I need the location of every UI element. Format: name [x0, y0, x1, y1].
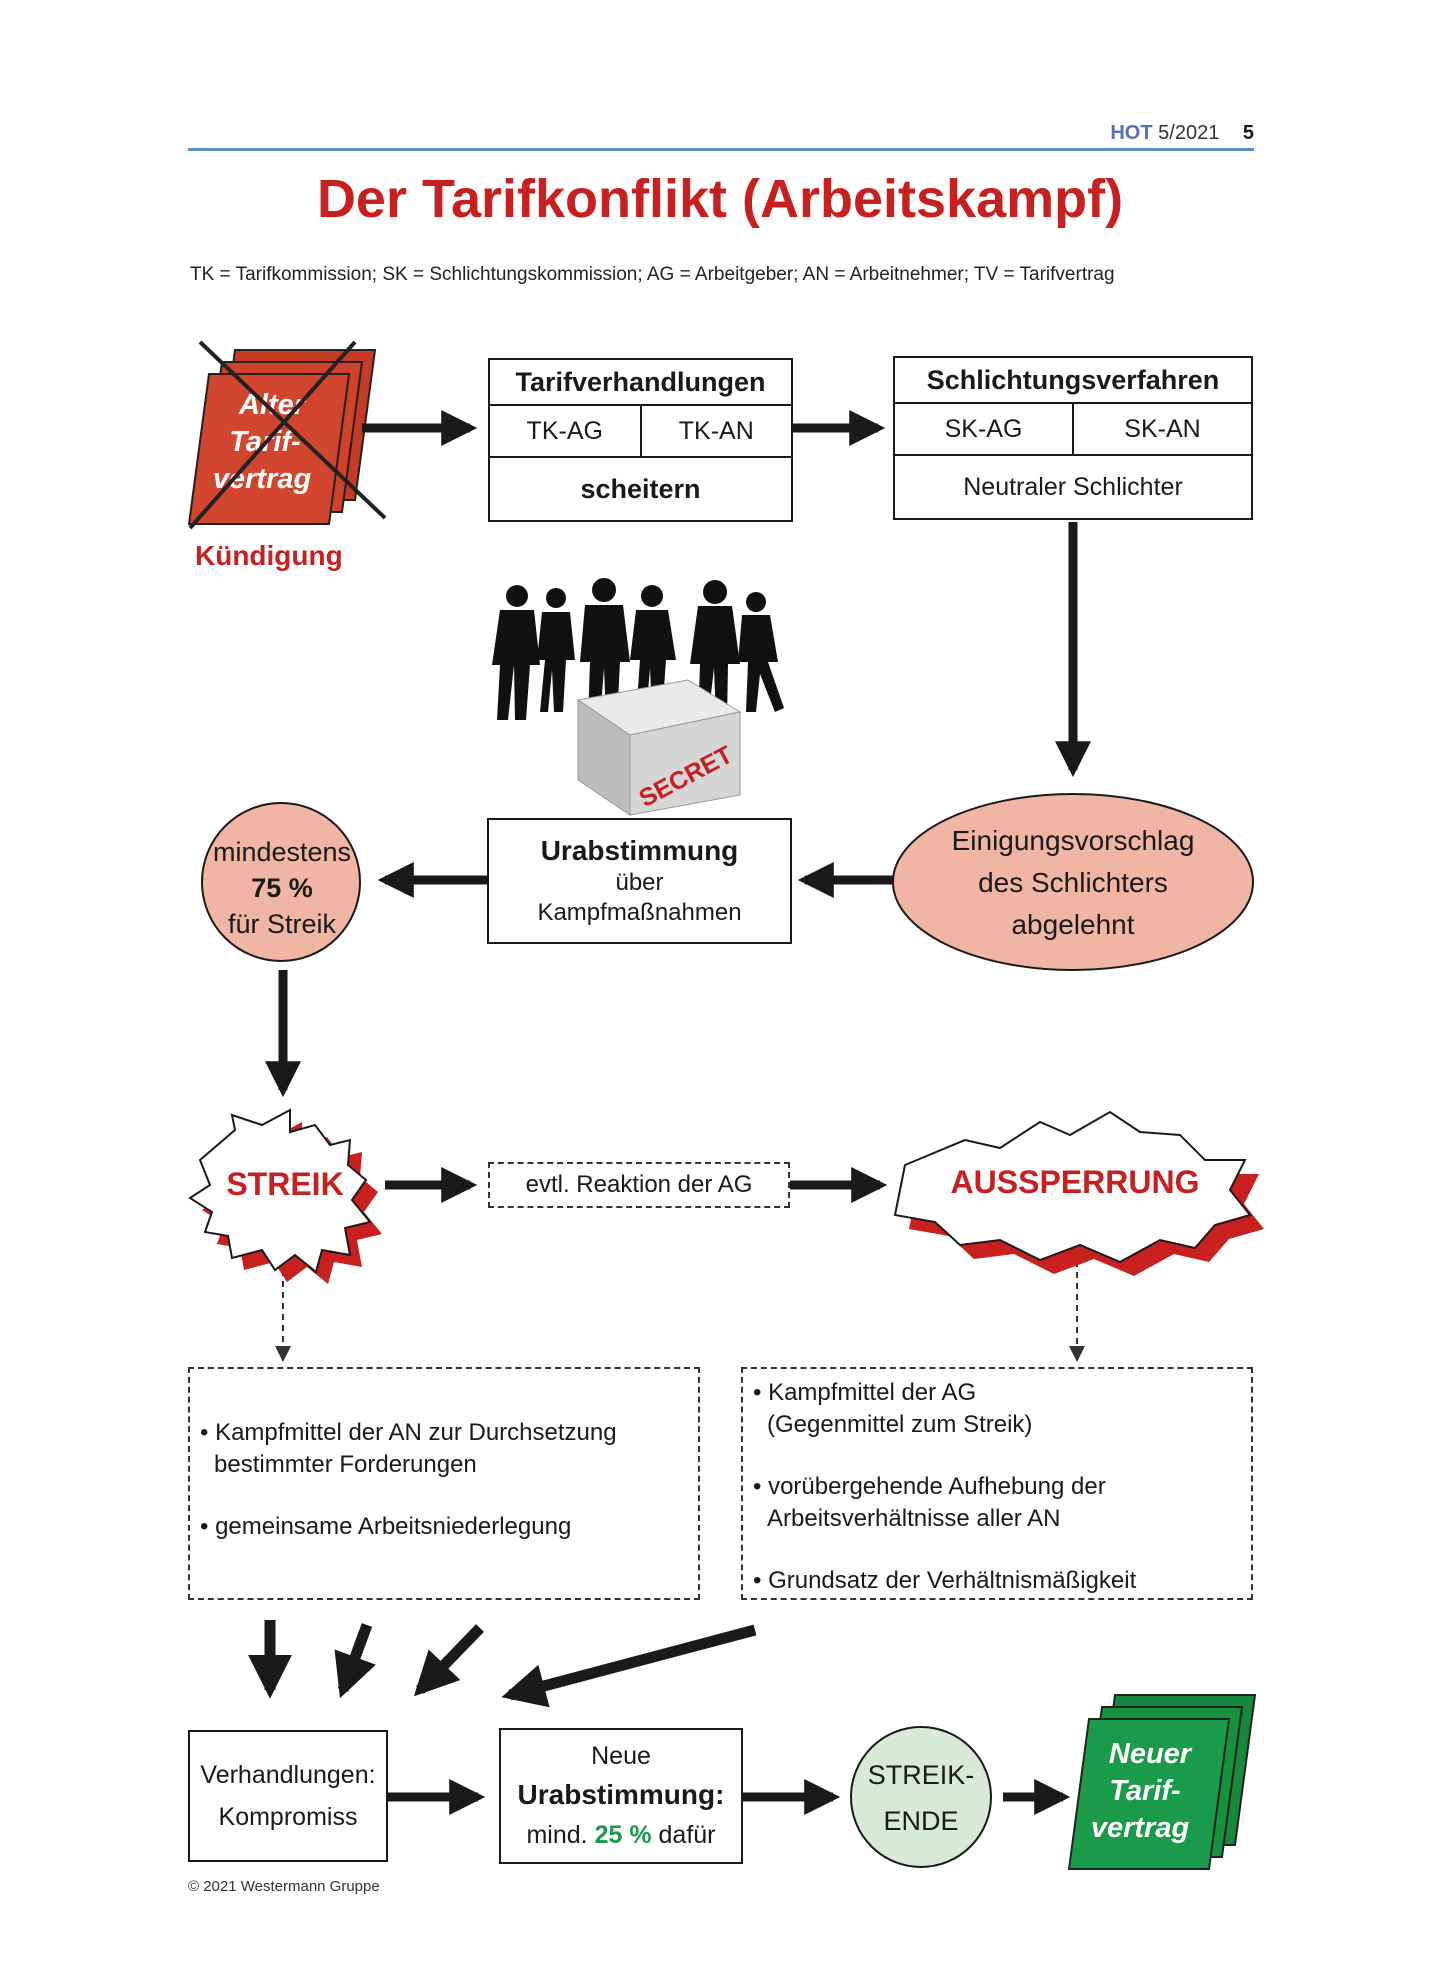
old-contract-line1: Alter — [238, 389, 307, 421]
streik-notes-box: • Kampfmittel der AN zur Durchsetzung be… — [188, 1367, 700, 1600]
streik-note-2: • gemeinsame Arbeitsniederlegung — [200, 1513, 572, 1540]
streik-note-1a: • Kampfmittel der AN zur Durchsetzung — [200, 1419, 617, 1446]
streik-note-1b: bestimmter Forderungen — [214, 1451, 477, 1478]
page-header: HOT 5/2021 5 — [1110, 122, 1254, 145]
converging-arrow-4 — [501, 1624, 757, 1708]
einigung-text: Einigungsvorschlag des Schlichters abgel… — [893, 820, 1253, 946]
neue-urabstimmung-percent: 25 % — [594, 1821, 652, 1849]
tk-an-cell: TK-AN — [678, 416, 754, 445]
new-contract-icon: Neuer Tarif- vertrag — [1067, 1694, 1257, 1870]
urabstimmung-line2: über — [615, 869, 664, 896]
streik-ende-text: STREIK- ENDE — [851, 1752, 991, 1844]
aussperrung-label: AUSSPERRUNG — [950, 1164, 1200, 1200]
sk-ag-cell: SK-AG — [895, 404, 1074, 454]
verhandlungen-line2: Kompromiss — [218, 1803, 358, 1831]
neue-urabstimmung-suffix: dafür — [651, 1821, 716, 1849]
neue-urabstimmung-title: Urabstimmung: — [517, 1779, 725, 1810]
copyright-label: © 2021 Westermann Gruppe — [188, 1878, 380, 1895]
aussperrung-note-1a: • Kampfmittel der AG — [753, 1379, 977, 1406]
page-title: Der Tarifkonflikt (Arbeitskampf) — [316, 169, 1124, 229]
page-number: 5 — [1242, 122, 1254, 144]
neue-urabstimmung-line3: mind. 25 % dafür — [526, 1815, 715, 1855]
neue-urabstimmung-prefix: mind. — [526, 1821, 595, 1849]
einigung-line3: abgelehnt — [1011, 909, 1135, 940]
converging-arrow-2 — [334, 1623, 376, 1699]
sk-an-cell: SK-AN — [1124, 414, 1201, 443]
kuendigung-label: Kündigung — [195, 540, 343, 571]
einigung-line1: Einigungsvorschlag — [951, 825, 1195, 856]
abbreviation-legend: TK = Tarifkommission; SK = Schlichtungsk… — [190, 264, 1115, 285]
reaktion-box: evtl. Reaktion der AG — [488, 1162, 790, 1208]
tarifverhandlungen-box: Tarifverhandlungen TK-AG TK-AN scheitern — [488, 358, 793, 522]
einigung-line2: des Schlichters — [978, 867, 1168, 898]
neutraler-schlichter-label: Neutraler Schlichter — [963, 472, 1183, 501]
neue-urabstimmung-box: Neue Urabstimmung: mind. 25 % dafür — [499, 1728, 743, 1864]
neue-urabstimmung-line1: Neue — [591, 1742, 651, 1770]
streik-label: STREIK — [226, 1166, 344, 1202]
brand-label: HOT — [1110, 122, 1153, 144]
tk-ag-cell: TK-AG — [490, 406, 642, 456]
converging-arrow-3 — [413, 1624, 484, 1697]
urabstimmung-title: Urabstimmung — [540, 835, 739, 866]
streik-burst-icon — [188, 1108, 382, 1284]
streik-ende-circle — [850, 1726, 992, 1868]
old-contract-line3: vertrag — [213, 463, 312, 495]
mindestens-line1: mindestens — [212, 837, 352, 867]
new-contract-line3: vertrag — [1091, 1812, 1190, 1844]
issue-label: 5/2021 — [1158, 122, 1220, 144]
mindestens-text: mindestens 75 % für Streik — [200, 834, 364, 942]
aussperrung-notes-box: • Kampfmittel der AG (Gegenmittel zum St… — [741, 1367, 1253, 1600]
verhandlungen-line1: Verhandlungen: — [200, 1761, 376, 1789]
tarifverhandlungen-title: Tarifverhandlungen — [490, 360, 791, 406]
aussperrung-note-2a: • vorübergehende Aufhebung der — [753, 1473, 1106, 1500]
schlichtung-box: Schlichtungsverfahren SK-AG SK-AN Neutra… — [893, 356, 1253, 520]
schlichtung-title: Schlichtungsverfahren — [895, 358, 1251, 404]
mindestens-line3: für Streik — [227, 909, 337, 939]
mindestens-percent: 75 % — [251, 873, 313, 903]
aussperrung-burst-icon — [893, 1110, 1264, 1276]
ballot-box-icon: SECRET — [576, 679, 742, 816]
aussperrung-note-2b: Arbeitsverhältnisse aller AN — [767, 1505, 1061, 1532]
streik-ende-line1: STREIK- — [867, 1760, 975, 1790]
aussperrung-note-3: • Grundsatz der Verhältnismäßigkeit — [753, 1567, 1137, 1594]
old-contract-icon: Alter Tarif- vertrag — [187, 340, 387, 530]
einigung-ellipse — [892, 793, 1254, 971]
mindestens-circle — [201, 802, 361, 962]
urabstimmung-box: Urabstimmung über Kampfmaßnahmen — [487, 818, 792, 944]
new-contract-line1: Neuer — [1109, 1738, 1193, 1770]
aussperrung-note-1b: (Gegenmittel zum Streik) — [767, 1411, 1033, 1438]
header-divider — [188, 148, 1254, 151]
new-contract-line2: Tarif- — [1109, 1775, 1180, 1807]
verhandlungen-box: Verhandlungen: Kompromiss — [188, 1730, 388, 1862]
streik-ende-line2: ENDE — [883, 1806, 959, 1836]
urabstimmung-line3: Kampfmaßnahmen — [537, 899, 742, 926]
scheitern-label: scheitern — [580, 473, 701, 504]
